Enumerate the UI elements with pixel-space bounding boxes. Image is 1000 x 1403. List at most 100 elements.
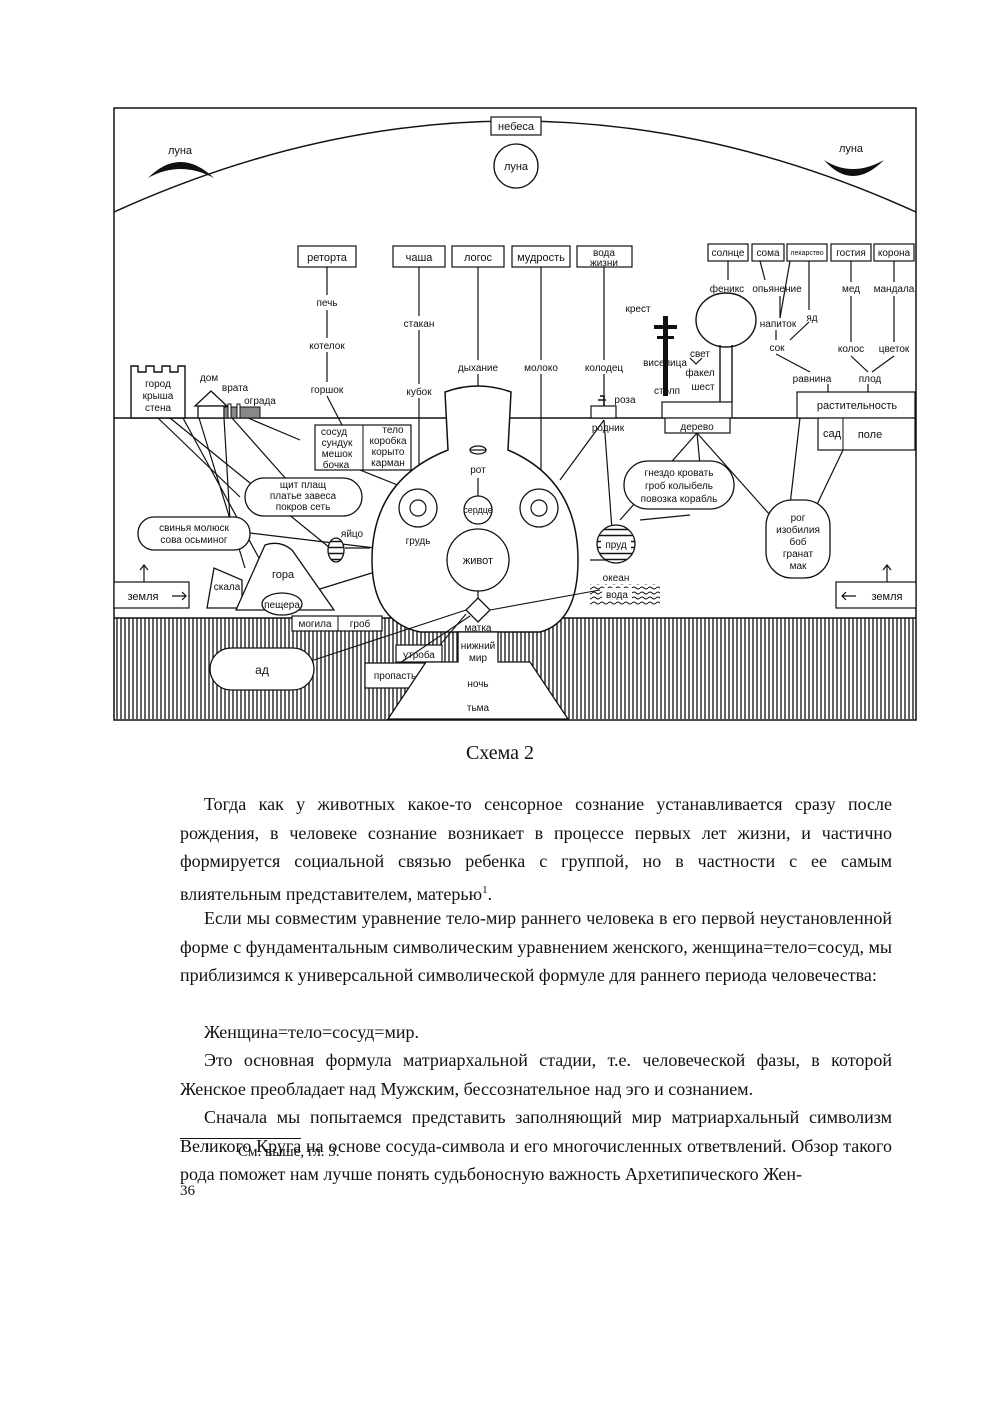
label-opyanenie: опьянение (752, 284, 802, 295)
label-meshok: мешок (322, 449, 353, 460)
label-propast: пропасть (374, 671, 416, 682)
label-nizhniy: нижний (461, 641, 496, 652)
label-gnezdo: гнездо кровать (645, 468, 714, 479)
label-prud: пруд (605, 540, 627, 551)
label-serdce: сердце (463, 505, 493, 515)
label-luna-left: луна (168, 145, 193, 157)
label-mogila: могила (298, 619, 332, 630)
label-dyhanie: дыхание (458, 363, 499, 374)
fence-icon (223, 406, 261, 419)
paragraph-4: Это основная формула матриархальной стад… (180, 1050, 892, 1099)
label-bob: боб (789, 536, 806, 548)
label-gora: гора (272, 569, 295, 581)
label-sunduk: сундук (322, 438, 353, 449)
label-solnce: солнце (712, 248, 745, 259)
label-shchit: щит плащ (280, 480, 326, 491)
label-voda: вода (606, 590, 628, 601)
label-noch: ночь (467, 679, 488, 690)
label-stena: стена (145, 403, 172, 414)
label-mandala: мандала (874, 284, 915, 295)
label-grob-line: гроб колыбель (645, 480, 713, 492)
label-nebesa: небеса (498, 121, 535, 133)
label-tma: тьма (467, 703, 490, 714)
city-tower-icon (130, 365, 186, 419)
footnote-rule (180, 1138, 301, 1139)
label-sad: сад (823, 428, 842, 440)
underworld-trapezoid (386, 631, 570, 720)
paragraph-5: Сначала мы попытаемся представить заполн… (180, 1107, 892, 1184)
label-korobka: коробка (369, 435, 406, 447)
moon-right-icon (824, 160, 884, 176)
label-ad: ад (255, 663, 269, 677)
label-kolos: колос (838, 344, 864, 355)
scheme-diagram: небеса луна луна луна реторта чаша логос… (113, 107, 917, 721)
label-kotelok: котелок (309, 341, 345, 352)
rock-shape (206, 567, 243, 609)
label-dom: дом (200, 373, 218, 384)
label-voda-zhizni-1: вода (593, 248, 615, 259)
label-krest: крест (625, 304, 650, 315)
label-soma: сома (756, 248, 780, 259)
footnote-text: См. выше, гл. 3. (238, 1144, 340, 1160)
label-granat: гранат (783, 549, 814, 560)
label-plate: платье завеса (270, 491, 337, 502)
paragraph-2: Если мы совместим уравнение тело-мир ран… (180, 908, 892, 985)
label-lekarstvo: лекарство (790, 250, 823, 257)
label-sok: сок (769, 343, 785, 354)
label-rodnik: родник (592, 423, 625, 434)
label-okean: океан (603, 573, 630, 584)
womb-diamond (465, 597, 491, 623)
label-svinya: свинья молюск (159, 523, 229, 534)
label-pole: поле (858, 429, 882, 441)
label-gostiya: гостия (836, 248, 866, 259)
cross-icon (654, 316, 677, 396)
label-gorod: город (145, 379, 171, 390)
label-pech: печь (316, 298, 337, 309)
label-rog: рог (791, 513, 806, 524)
label-kubok: кубок (406, 386, 432, 398)
label-grud: грудь (406, 536, 431, 547)
label-mudrost: мудрость (517, 252, 565, 264)
label-mak: мак (790, 561, 807, 572)
label-zemlya-left: земля (128, 591, 159, 603)
label-skala: скала (214, 582, 241, 593)
label-peshchera: пещера (264, 600, 300, 611)
footnote-number: 1 (205, 1142, 210, 1153)
label-zemlya-right: земля (872, 591, 903, 603)
label-sova: сова осьминог (160, 535, 228, 546)
label-zhivot: живот (463, 555, 493, 567)
label-ograda: ограда (244, 396, 276, 407)
label-utroba: утроба (403, 649, 435, 661)
label-pokrov: покров сеть (276, 502, 331, 513)
footnote-ref: 1 (482, 883, 488, 896)
label-rot: рот (470, 465, 486, 476)
label-kolodec: колодец (585, 363, 624, 374)
label-svet: свет (690, 349, 710, 360)
label-telo: тело (382, 425, 404, 436)
moon-left-icon (148, 162, 214, 178)
diagram-caption: Схема 2 (465, 742, 535, 764)
mountain-shape (234, 542, 336, 611)
paragraph-3: Женщина=тело=сосуд=мир. (204, 1022, 419, 1042)
label-vrata: врата (222, 383, 249, 394)
label-povozka: повозка корабль (641, 493, 718, 505)
label-rastitelnost: растительность (817, 400, 897, 412)
label-viselica: виселица (643, 358, 687, 369)
label-yaico: яйцо (341, 529, 364, 540)
house-icon (193, 390, 229, 419)
label-bochka: бочка (323, 459, 350, 471)
label-chasha: чаша (406, 252, 434, 264)
label-luna-center: луна (504, 161, 529, 173)
label-karman: карман (371, 458, 405, 469)
label-grob: гроб (350, 618, 371, 630)
egg-icon (327, 537, 345, 563)
label-matka: матка (465, 623, 492, 634)
rose-icon (598, 395, 606, 406)
label-fakel: факел (685, 367, 715, 379)
label-ravnina: равнина (793, 374, 832, 385)
label-yad: яд (806, 313, 817, 324)
label-med: мед (842, 284, 860, 295)
label-izobiliya: изобилия (776, 524, 820, 536)
paragraph-1: Тогда как у животных какое-то сенсорное … (180, 794, 892, 904)
label-cvetok: цветок (879, 344, 910, 355)
